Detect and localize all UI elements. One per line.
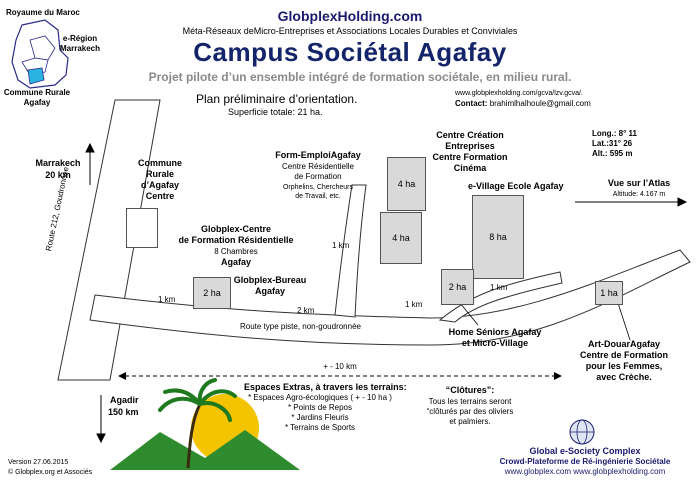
extras-item-1: * Espaces Agro-écologiques ( + - 10 ha ) [248,393,392,402]
piste-label: Route type piste, non-goudronnée [240,322,361,331]
form-emploi-note-1: Orphelins, Chercheurs [282,184,354,191]
version: Version 27.06.2015 [8,459,69,466]
contact-email[interactable]: brahimlhalhoule@gmail.com [489,99,591,108]
globplex-bureau-2: Agafay [254,286,285,296]
contact-label: Contact: [455,99,488,108]
dir-agadir-2: 150 km [108,407,139,417]
dir-marrakech-2: 20 km [45,170,71,180]
extras-item-4: * Terrains de Sports [284,423,356,432]
globplex-bureau-1: Globplex-Bureau [233,275,307,285]
creation-label-1: Centre Création [436,130,504,140]
dir-agadir-1: Agadir [110,395,139,405]
extent-label: + - 10 km [323,362,357,371]
home-seniors-1: Home Séniors Agafay [448,327,542,337]
morocco-minimap [11,19,69,89]
minimap-commune-1: Commune Rurale [3,88,71,97]
dir-atlas-2: Altitude: 4.167 m [612,191,666,198]
commune-label-2: Rurale [145,169,174,179]
plot-home-seniors[interactable]: 2 ha [441,269,474,305]
clotures-line-3: et palmiers. [449,417,491,426]
form-emploi-title: Form-EmploiAgafay [275,150,361,160]
form-emploi-sub-2: de Formation [294,172,342,181]
plot-art-douar[interactable]: 1 ha [595,281,623,305]
route-212-road [57,99,161,381]
home-seniors-2: et Micro-Village [461,338,529,348]
dir-marrakech-1: Marrakech [35,158,81,168]
footer-brand-sub: Crowd-Plateforme de Ré-ingénierie Sociét… [499,457,671,466]
art-douar-3: pour les Femmes, [585,361,663,371]
plot-centre-creation[interactable]: 4 ha [387,157,426,211]
plan-area: Superficie totale: 21 ha. [228,107,323,117]
footer-brand: Global e-Society Complex [529,446,641,456]
dist-1km-west: 1 km [158,295,176,304]
piste-road [89,249,691,346]
globe-logo [569,419,595,445]
clotures-title: “Clôtures”: [445,385,495,395]
globplex-centre-place: Agafay [220,257,251,267]
extras-item-3: * Jardins Fleuris [291,413,349,422]
footer-links[interactable]: www.globplex.com www.globplexholding.com [504,467,666,476]
form-emploi-note-2: de Travail, etc. [295,193,341,200]
site-name: GlobplexHolding.com [277,8,423,24]
plan-title: Plan préliminaire d’orientation. [196,92,358,106]
commune-label-4: Centre [145,191,175,201]
arrow-marrakech [85,142,95,185]
coord-lat: Lat.:31° 26 [592,139,633,148]
art-douar-1: Art-DouarAgafay [587,339,660,349]
agafay-region [27,67,45,85]
extras-title: Espaces Extras, à travers les terrains: [244,382,407,392]
creation-label-4: Cinéma [453,163,487,173]
minimap-region-2: Marrakech [59,44,101,53]
minimap-country: Royaume du Maroc [6,8,80,17]
creation-label-2: Entreprises [445,141,495,151]
extras-item-2: * Points de Repos [287,403,353,412]
landscape-logo [110,378,300,470]
clotures-line-1: Tous les terrains seront [428,397,512,406]
art-douar-4: avec Crèche. [596,372,652,382]
commune-label-1: Commune [137,158,182,168]
contact-url[interactable]: www.globplexholding.com/gcva/lzv.gcva/. [455,90,583,97]
coord-long: Long.: 8° 11 [592,129,637,138]
plot-evillage[interactable]: 8 ha [472,195,524,279]
coord-alt: Alt.: 595 m [592,149,633,158]
minimap-region-1: e-Région [62,34,98,43]
commune-plot [126,208,158,248]
dist-2km: 2 km [297,306,315,315]
arrow-agadir [96,395,106,444]
dist-1km-east: 1 km [490,283,508,292]
plot-globplex-bureau[interactable]: 2 ha [193,277,231,309]
evillage-label: e-Village Ecole Agafay [468,181,564,191]
creation-label-3: Centre Formation [432,152,508,162]
globplex-centre-2: de Formation Résidentielle [178,235,294,245]
page-title: Campus Sociétal Agafay [193,37,507,67]
arrow-atlas [575,197,688,207]
form-emploi-sub-1: Centre Résidentielle [281,162,355,171]
dir-atlas-1: Vue sur l’Atlas [607,178,671,188]
plot-form-emploi[interactable]: 4 ha [380,212,422,264]
dist-1km-center: 1 km [405,300,423,309]
copyright: © Globplex.org et Associés [8,469,93,476]
clotures-line-2: “clôturés par des oliviers [426,407,514,416]
branch-road-form [334,184,367,318]
tagline: Projet pilote d’un ensemble intégré de f… [148,70,572,84]
globplex-centre-1: Globplex-Centre [200,224,271,234]
header-subtitle: Méta-Réseaux deMicro-Entreprises et Asso… [182,26,518,36]
minimap-commune-2: Agafay [23,98,51,107]
dist-1km-branch: 1 km [332,241,350,250]
commune-label-3: d’Agafay [140,180,179,190]
art-douar-2: Centre de Formation [579,350,668,360]
globplex-centre-rooms: 8 Chambres [214,247,258,256]
